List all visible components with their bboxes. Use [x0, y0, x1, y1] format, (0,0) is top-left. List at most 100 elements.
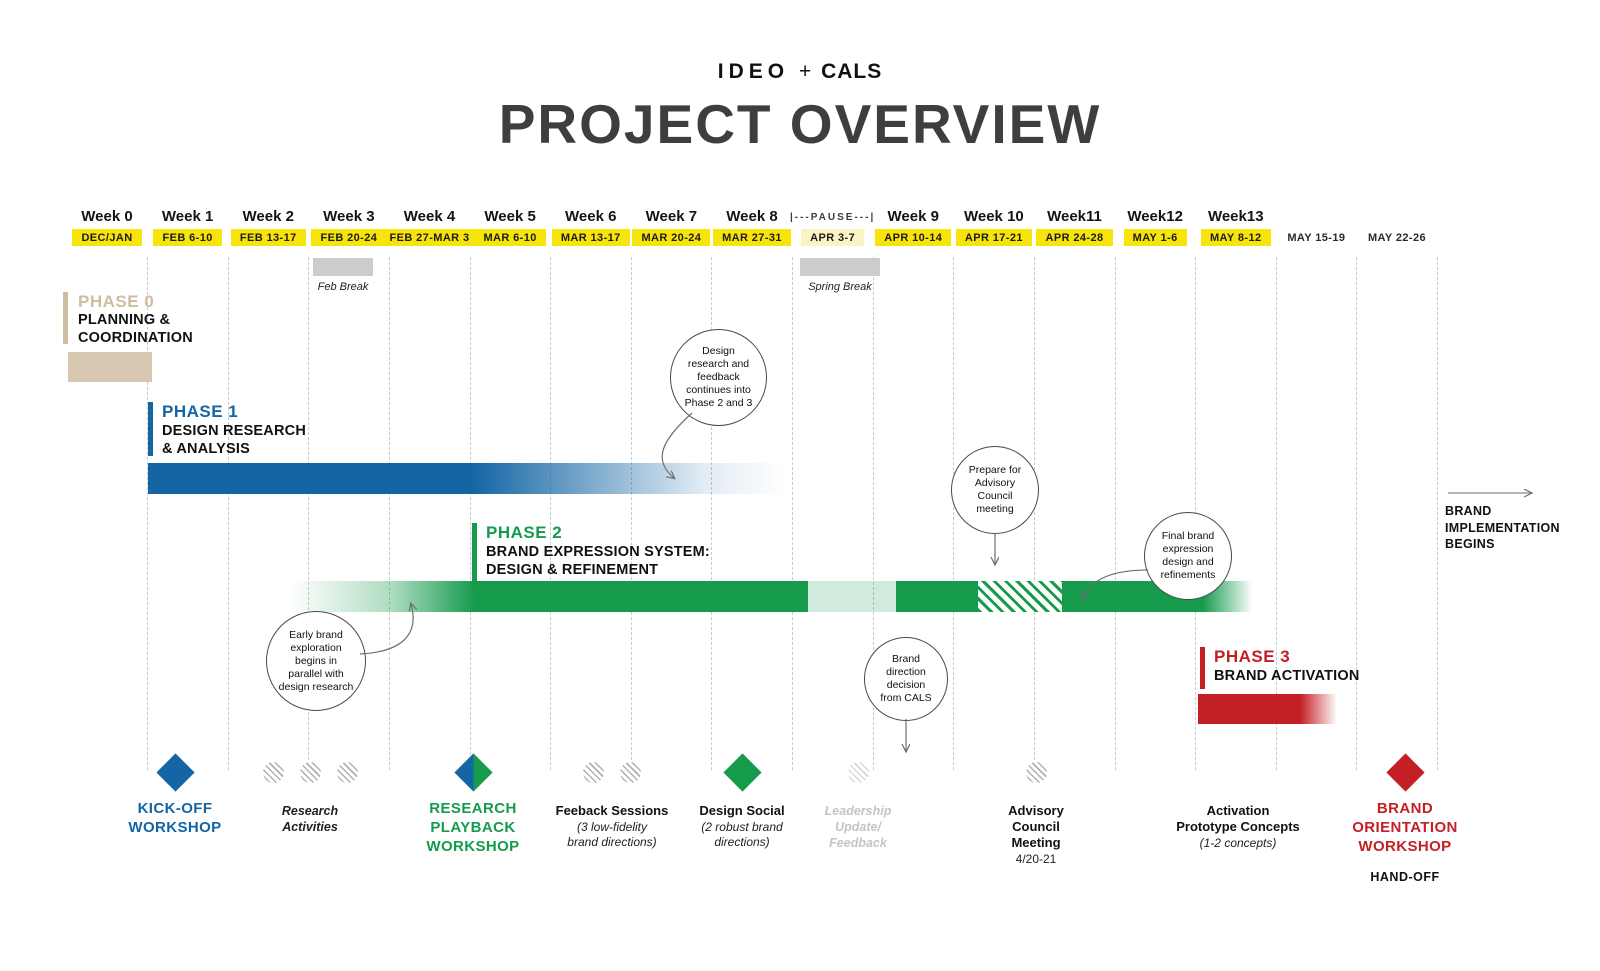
hatched-circle-icon: [262, 761, 284, 783]
week-column: Week 6 MAR 13-17: [536, 208, 646, 246]
phase-3-desc: BRAND ACTIVATION: [1214, 668, 1360, 684]
week-date-row: DEC/JAN: [52, 226, 162, 246]
week-date-row: MAY 15-19: [1261, 226, 1371, 246]
week-label: Week 5: [484, 208, 536, 225]
week-date-chip: MAR 13-17: [551, 229, 630, 246]
callout-early-brand-exploration: Early brand exploration begins in parall…: [266, 611, 366, 711]
week-column: Week 1 FEB 6-10: [133, 208, 243, 246]
week-date-chip: MAR 27-31: [713, 229, 791, 246]
week-date-row: APR 17-21: [939, 226, 1049, 246]
break-label: Feb Break: [317, 281, 369, 293]
diamond-icon: [1385, 752, 1425, 792]
callout-design-research-continues: Design research and feedback continues i…: [670, 329, 767, 426]
ideo-logo: IDEO: [717, 60, 790, 83]
cals-logo: CALS: [821, 60, 883, 83]
phase-3-name: PHASE 3: [1214, 647, 1291, 666]
milestone-title: Advisory Council Meeting: [1008, 803, 1064, 850]
week-date-row: MAY 8-12: [1181, 226, 1291, 246]
gridline: [469, 257, 471, 770]
gridline: [711, 257, 713, 770]
gridline: [388, 257, 390, 770]
hatched-circle-icon: [299, 761, 321, 783]
phase-1-bar: [148, 463, 795, 494]
phase-0-desc: PLANNING & COORDINATION: [78, 312, 193, 346]
diamond-icon: [453, 752, 493, 792]
callout-final-brand-expression: Final brand expression design and refine…: [1144, 512, 1232, 600]
week-date-chip: FEB 6-10: [153, 229, 222, 246]
milestone-footer: HAND-OFF: [1370, 870, 1440, 884]
gridline: [308, 257, 310, 770]
phase-2-bar-solid-2: [896, 581, 978, 612]
gridline: [630, 257, 632, 770]
week-date-chip: MAY 1-6: [1123, 229, 1187, 246]
week-label: Week 8: [726, 208, 778, 225]
milestone-marker-zone: [526, 750, 698, 794]
milestone-title: Feeback Sessions: [555, 803, 669, 818]
gridline: [1033, 257, 1035, 770]
milestone-research-activities: Research Activities: [224, 750, 396, 835]
milestone-label: Research Activities: [281, 804, 339, 834]
gridline: [227, 257, 229, 770]
hatched-circle-icon: [336, 761, 358, 783]
milestone-title: Activation Prototype Concepts: [1176, 803, 1300, 834]
gridline: [147, 257, 148, 770]
week-label: Week 3: [323, 208, 375, 225]
milestone-design-social: Design Social(2 robust brand directions): [656, 750, 828, 850]
hatched-circle-icon: [847, 761, 869, 783]
week-date-row: MAR 20-24: [616, 226, 726, 246]
brand-implementation-note: BRAND IMPLEMENTATION BEGINS: [1445, 504, 1560, 551]
week-date-chip: FEB 27-MAR 3: [380, 229, 479, 246]
pause-label: |---PAUSE---|: [789, 212, 876, 223]
week-label: Week 1: [161, 208, 214, 225]
phase-2-accent-bar: [472, 523, 477, 591]
week-label: Week11: [1047, 208, 1102, 225]
hatched-circle-icon: [620, 761, 641, 783]
week-date-row: MAR 27-31: [697, 226, 807, 246]
phase-0-accent-bar: [63, 292, 68, 344]
week-label: Week 2: [242, 208, 294, 225]
milestone-label: KICK-OFF WORKSHOP: [128, 800, 222, 836]
break-box: [800, 258, 880, 276]
gridline: [872, 257, 874, 770]
milestone-marker-zone: [772, 750, 944, 794]
week-label: Week 10: [963, 208, 1024, 225]
phase-1-name: PHASE 1: [162, 402, 239, 421]
week-label: Week 0: [81, 208, 133, 225]
milestone-subtitle: (3 low-fidelity brand directions): [567, 820, 657, 849]
week-date-chip: APR 3-7: [801, 229, 865, 246]
week-column: Week 8 MAR 27-31: [697, 208, 807, 246]
gridline: [1356, 257, 1358, 770]
milestone-kickoff-workshop: KICK-OFF WORKSHOP: [89, 750, 261, 837]
gridline: [953, 257, 955, 770]
milestone-label: Leadership Update/ Feedback: [824, 804, 892, 850]
diamond-icon: [155, 752, 195, 792]
callout-prepare-advisory-council: Prepare for Advisory Council meeting: [951, 446, 1039, 534]
week-label: Week 4: [403, 208, 456, 225]
page-title: PROJECT OVERVIEW: [498, 93, 1102, 155]
phase-3-bar: [1198, 694, 1340, 724]
week-date-chip: APR 10-14: [875, 229, 952, 246]
gridline: [1114, 257, 1116, 770]
week-column: Week 3 FEB 20-24: [294, 208, 404, 246]
milestone-title: Design Social: [699, 803, 785, 818]
milestone-marker-zone: [1152, 750, 1324, 794]
plus-sign: +: [798, 60, 812, 83]
week-date-chip: FEB 20-24: [311, 229, 387, 246]
brand-logos: IDEO + CALS: [0, 60, 1600, 84]
week-label: Week 6: [565, 208, 617, 225]
phase-2-bar-hatched-segment: [978, 581, 1062, 612]
week-column: Week 4 FEB 27-MAR 3: [375, 208, 485, 246]
phase-2-bar-fade-in: [290, 581, 475, 612]
week-date-chip: MAY 8-12: [1200, 229, 1271, 246]
week-date-chip: DEC/JAN: [72, 229, 142, 246]
week-date-row: APR 24-28: [1020, 226, 1130, 246]
week-date-row: MAR 13-17: [536, 226, 646, 246]
